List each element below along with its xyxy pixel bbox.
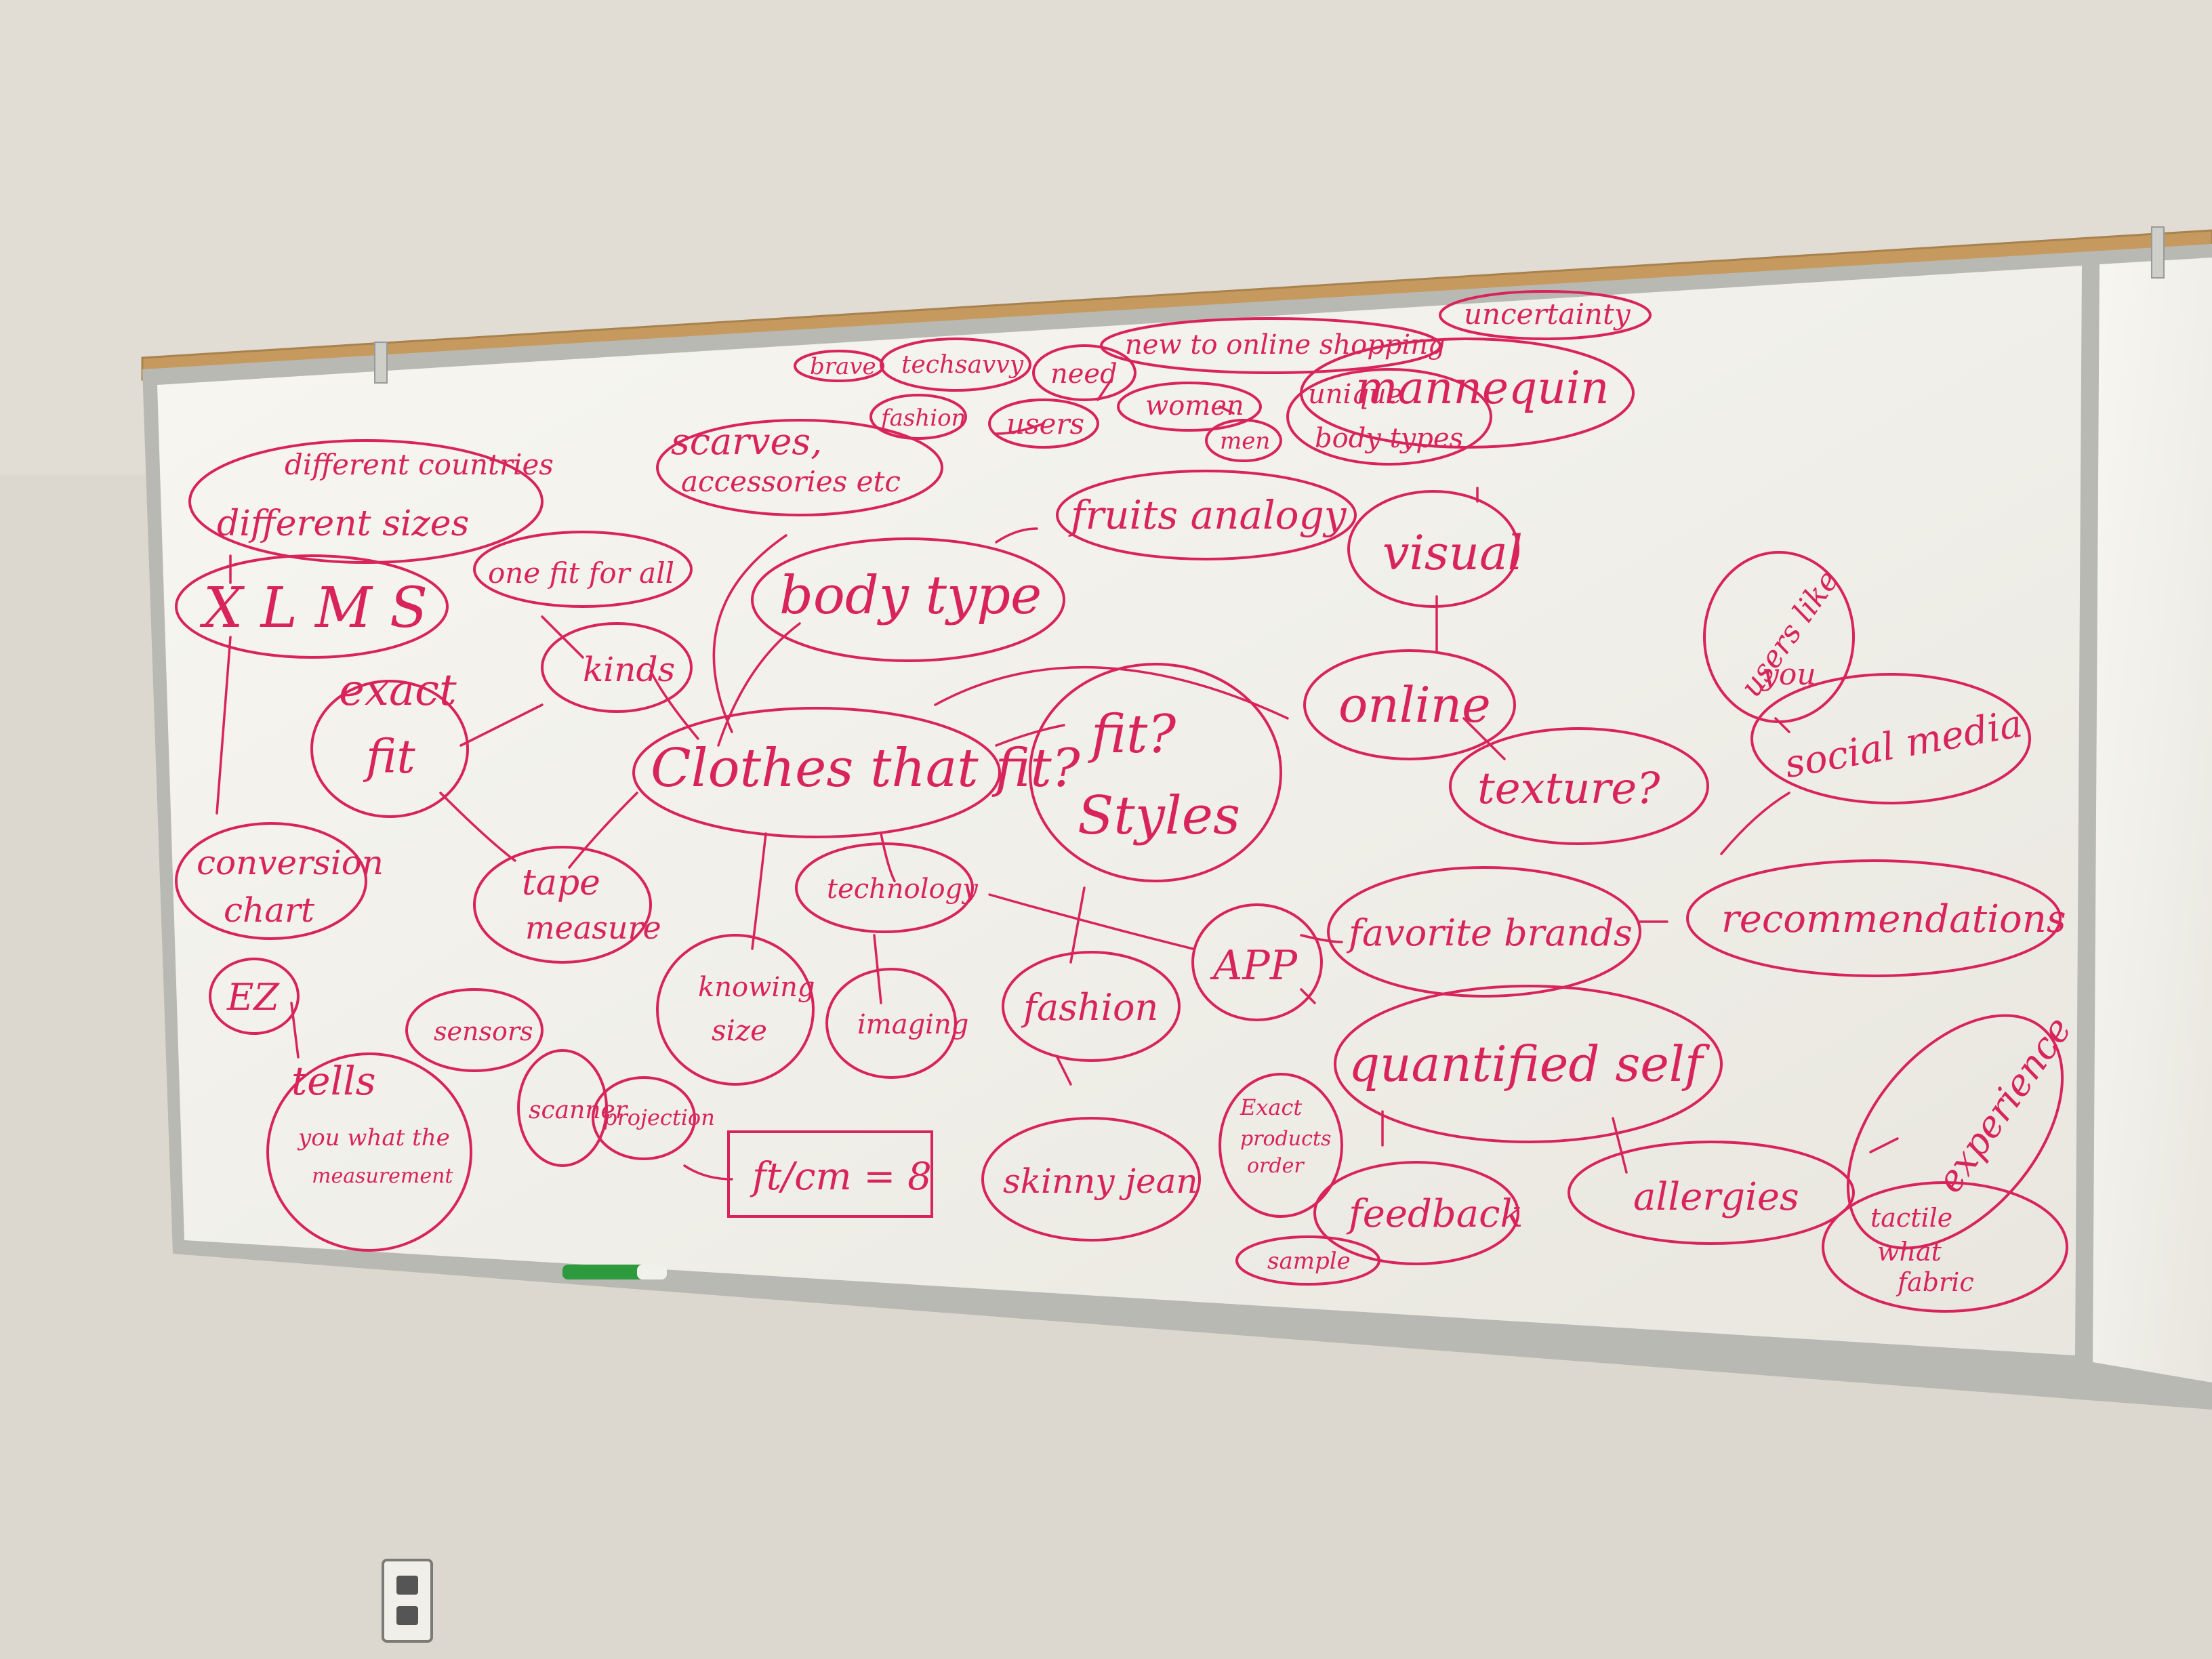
node-app: APP bbox=[1210, 942, 1298, 989]
second-whiteboard bbox=[2093, 258, 2212, 1382]
node-skinny-jean: skinny jean bbox=[1003, 1162, 1198, 1201]
node-body-type: body type bbox=[779, 565, 1042, 626]
node-unique: unique bbox=[1308, 379, 1402, 410]
node-exact-products: Exact bbox=[1240, 1094, 1302, 1120]
node-fit: fit bbox=[363, 731, 415, 784]
node-accessories: accessories etc bbox=[681, 465, 901, 498]
board-clip-left bbox=[374, 342, 388, 384]
node-tells-line3: measurement bbox=[312, 1164, 453, 1188]
node-mannequin: mannequin bbox=[1355, 362, 1609, 414]
node-techsavvy: techsavvy bbox=[901, 351, 1024, 379]
node-tactile-3: fabric bbox=[1896, 1267, 1974, 1297]
node-fashion: fashion bbox=[1021, 986, 1158, 1029]
node-tells: tells bbox=[291, 1058, 376, 1104]
node-scanner: scanner bbox=[529, 1097, 628, 1124]
node-recommendations: recommendations bbox=[1721, 897, 2066, 941]
node-one-fit: one fit for all bbox=[488, 556, 674, 590]
node-imaging: imaging bbox=[857, 1009, 968, 1040]
node-you: you bbox=[1761, 657, 1816, 692]
node-exact-products-2: products bbox=[1240, 1127, 1331, 1151]
node-quantified-self: quantified self bbox=[1349, 1036, 1711, 1092]
node-women: women bbox=[1145, 390, 1244, 422]
node-brave: brave bbox=[810, 353, 876, 380]
node-feedback: feedback bbox=[1346, 1192, 1523, 1236]
node-technology: technology bbox=[827, 874, 979, 905]
node-ez: EZ bbox=[226, 976, 280, 1019]
node-different-countries: different countries bbox=[285, 448, 554, 481]
node-sensors: sensors bbox=[434, 1017, 533, 1046]
node-tells-line2: you what the bbox=[297, 1124, 450, 1151]
node-scarves: scarves, bbox=[671, 420, 822, 463]
node-online: online bbox=[1338, 676, 1491, 733]
node-allergies: allergies bbox=[1633, 1175, 1799, 1219]
node-conversion-chart: chart bbox=[224, 890, 315, 930]
node-uncertainty: uncertainty bbox=[1464, 298, 1631, 331]
center-node-label: Clothes that fit? bbox=[651, 738, 1081, 799]
mindmap-labels: Clothes that fit? different countries di… bbox=[197, 298, 2080, 1297]
node-favorite-brands: favorite brands bbox=[1346, 912, 1633, 954]
node-sample: sample bbox=[1267, 1248, 1351, 1275]
node-tape-measure: measure bbox=[525, 909, 661, 946]
node-exact: exact bbox=[339, 665, 457, 716]
node-users: users bbox=[1006, 407, 1084, 441]
node-styles: Styles bbox=[1078, 785, 1240, 846]
node-kinds: kinds bbox=[583, 650, 675, 689]
node-tactile-2: what bbox=[1877, 1237, 1942, 1267]
node-knowing: knowing bbox=[698, 972, 815, 1003]
node-different-sizes: different sizes bbox=[217, 504, 469, 544]
node-xlms: X L M S bbox=[199, 576, 428, 640]
node-conversion: conversion bbox=[197, 843, 384, 882]
node-visual: visual bbox=[1382, 525, 1523, 581]
wall-outlet bbox=[382, 1559, 433, 1643]
node-new-online: new to online shopping bbox=[1125, 329, 1446, 361]
node-knowing-size: size bbox=[712, 1014, 767, 1047]
node-formula: ft/cm = 8 bbox=[750, 1155, 932, 1199]
board-clip-right bbox=[2151, 226, 2165, 279]
mindmap-links bbox=[216, 378, 1899, 1181]
node-fashion-small: fashion bbox=[879, 405, 966, 432]
node-men: men bbox=[1220, 428, 1270, 455]
node-tape: tape bbox=[522, 863, 600, 903]
mindmap-bubbles bbox=[175, 290, 2068, 1313]
node-projection: projection bbox=[603, 1105, 715, 1130]
node-need: need bbox=[1050, 359, 1118, 390]
node-unique-body: body types bbox=[1315, 423, 1463, 454]
node-fit-question: fit? bbox=[1088, 704, 1176, 765]
node-exact-products-3: order bbox=[1247, 1154, 1305, 1178]
node-tactile: tactile bbox=[1870, 1203, 1952, 1233]
node-texture: texture? bbox=[1477, 764, 1660, 814]
node-fruits: fruits analogy bbox=[1068, 492, 1347, 538]
